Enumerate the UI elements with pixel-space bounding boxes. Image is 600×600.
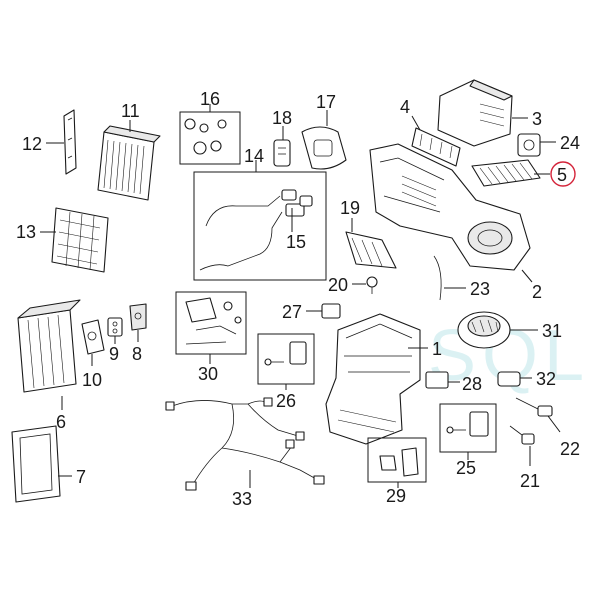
callout-4: 4 bbox=[400, 97, 410, 117]
callout-10: 10 bbox=[82, 370, 102, 390]
callout-5: 5 bbox=[557, 165, 567, 185]
part-4-duct bbox=[411, 127, 461, 167]
part-31-blower-motor bbox=[457, 311, 511, 349]
callout-14: 14 bbox=[244, 146, 264, 166]
callout-12: 12 bbox=[22, 134, 42, 154]
part-20-clip bbox=[366, 276, 378, 294]
part-13-evaporator bbox=[51, 207, 109, 273]
part-19-baffle bbox=[345, 231, 397, 269]
callout-7: 7 bbox=[76, 467, 86, 487]
part-11-heater-core bbox=[97, 125, 161, 201]
part-12-bracket bbox=[63, 109, 77, 175]
part-30-box bbox=[175, 291, 247, 355]
callout-27: 27 bbox=[282, 302, 302, 322]
part-33-wiring-harness bbox=[165, 397, 325, 491]
part-32-sensor bbox=[497, 371, 521, 387]
part-10-valve bbox=[81, 319, 105, 355]
part-16-fittings bbox=[184, 118, 227, 155]
callout-29: 29 bbox=[386, 486, 406, 506]
part-5-cabin-filter bbox=[471, 159, 541, 187]
part-9-plate bbox=[107, 317, 123, 337]
callout-17: 17 bbox=[316, 92, 336, 112]
part-18-actuator bbox=[273, 139, 291, 167]
part-8-sensor bbox=[129, 303, 147, 331]
part-28-resistor bbox=[425, 371, 449, 389]
highlight-ring-5 bbox=[550, 161, 576, 187]
part-22-probe bbox=[515, 397, 553, 417]
callout-33: 33 bbox=[232, 489, 252, 509]
leader-4 bbox=[411, 115, 421, 131]
part-30-linkage bbox=[185, 297, 242, 345]
part-14-box bbox=[193, 171, 327, 281]
callout-21: 21 bbox=[520, 471, 540, 491]
callout-19: 19 bbox=[340, 198, 360, 218]
part-1-hvac-lower-housing bbox=[325, 313, 421, 445]
callout-23: 23 bbox=[470, 279, 490, 299]
part-7-gasket-frame bbox=[11, 425, 61, 503]
leader-22 bbox=[547, 415, 561, 433]
part-26-actuator bbox=[264, 341, 307, 366]
part-6-evaporator-core bbox=[17, 299, 81, 393]
callout-16: 16 bbox=[200, 89, 220, 109]
part-23-tube bbox=[433, 255, 442, 301]
callout-3: 3 bbox=[532, 109, 542, 129]
part-25-actuator bbox=[446, 411, 489, 437]
callout-18: 18 bbox=[272, 108, 292, 128]
callout-8: 8 bbox=[132, 344, 142, 364]
callout-31: 31 bbox=[542, 321, 562, 341]
callout-15: 15 bbox=[286, 232, 306, 252]
callout-25: 25 bbox=[456, 458, 476, 478]
callout-30: 30 bbox=[198, 364, 218, 384]
part-17-gasket bbox=[301, 126, 347, 170]
callout-9: 9 bbox=[109, 344, 119, 364]
part-29-connectors bbox=[379, 447, 419, 477]
part-14-pipes bbox=[199, 189, 313, 271]
part-2-hvac-housing bbox=[369, 143, 531, 271]
part-24-actuator bbox=[517, 133, 541, 157]
callout-1: 1 bbox=[432, 339, 442, 359]
part-29-box bbox=[367, 437, 427, 483]
callout-13: 13 bbox=[16, 222, 36, 242]
callout-32: 32 bbox=[536, 369, 556, 389]
callout-28: 28 bbox=[462, 374, 482, 394]
callout-24: 24 bbox=[560, 133, 580, 153]
callout-20: 20 bbox=[328, 275, 348, 295]
leader-2 bbox=[521, 269, 533, 283]
callout-26: 26 bbox=[276, 391, 296, 411]
callout-11: 11 bbox=[121, 101, 140, 121]
callout-2: 2 bbox=[532, 282, 542, 302]
part-21-probe bbox=[509, 425, 535, 445]
part-27-bracket bbox=[321, 303, 341, 319]
part-3-upper-housing bbox=[437, 79, 513, 147]
callout-22: 22 bbox=[560, 439, 580, 459]
callout-6: 6 bbox=[56, 412, 66, 432]
